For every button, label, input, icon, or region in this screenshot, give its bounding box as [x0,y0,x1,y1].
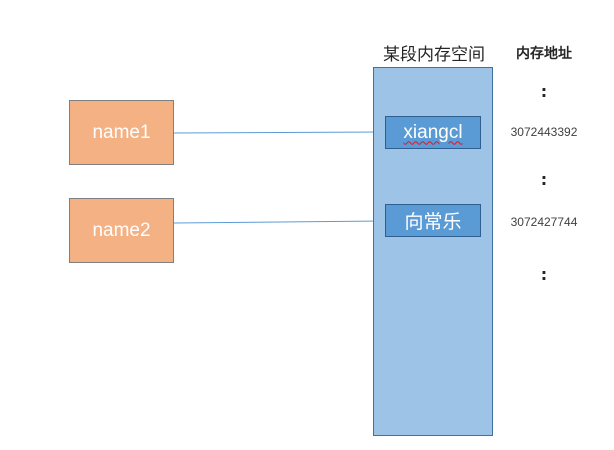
variable-label: name1 [92,121,151,143]
address-value-2: 3072427744 [510,215,578,229]
variable-box-name1: name1 [69,100,174,165]
memory-cell-1: xiangcl [385,116,481,149]
address-ellipsis: : [540,265,548,284]
address-value-1: 3072443392 [510,125,578,139]
arrow-name2-to-cell-2 [173,217,385,226]
memory-segment-title: 某段内存空间 [383,45,485,65]
address-column-title: 内存地址 [516,46,572,62]
memory-cell-value: xiangcl [403,121,463,143]
variable-label: name2 [92,219,151,241]
arrow-name1-to-cell-1 [173,128,385,137]
memory-cell-value: 向常乐 [404,211,462,233]
address-ellipsis: : [540,82,548,101]
memory-cell-2: 向常乐 [385,204,481,237]
address-ellipsis: : [540,170,548,189]
variable-box-name2: name2 [69,198,174,263]
